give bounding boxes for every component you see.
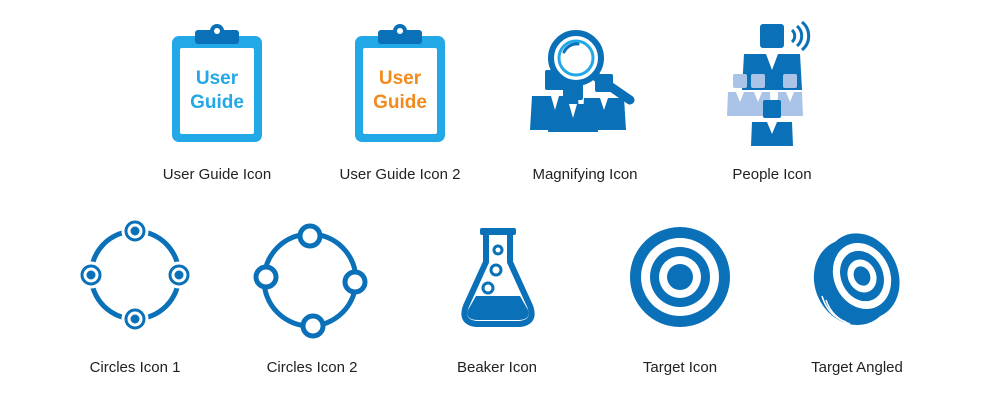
icon-label-magnifying: Magnifying Icon (532, 166, 638, 183)
icon-label-circles-2: Circles Icon 2 (266, 359, 358, 376)
icon-label-user-guide-2: User Guide Icon 2 (339, 166, 461, 183)
icon-label-target-angled: Target Angled (811, 359, 903, 376)
icon-label-target: Target Icon (642, 359, 718, 376)
clipboard-text-line-2: Guide (373, 92, 427, 113)
icon-label-user-guide: User Guide Icon (162, 166, 272, 183)
icon-label-beaker: Beaker Icon (456, 359, 538, 376)
clipboard-text-line-1: User (379, 68, 422, 89)
clipboard-text-line-2: Guide (190, 92, 244, 113)
icon-label-people: People Icon (732, 166, 812, 183)
clipboard-text-line-1: User (196, 68, 239, 89)
icon-label-circles-1: Circles Icon 1 (89, 359, 181, 376)
